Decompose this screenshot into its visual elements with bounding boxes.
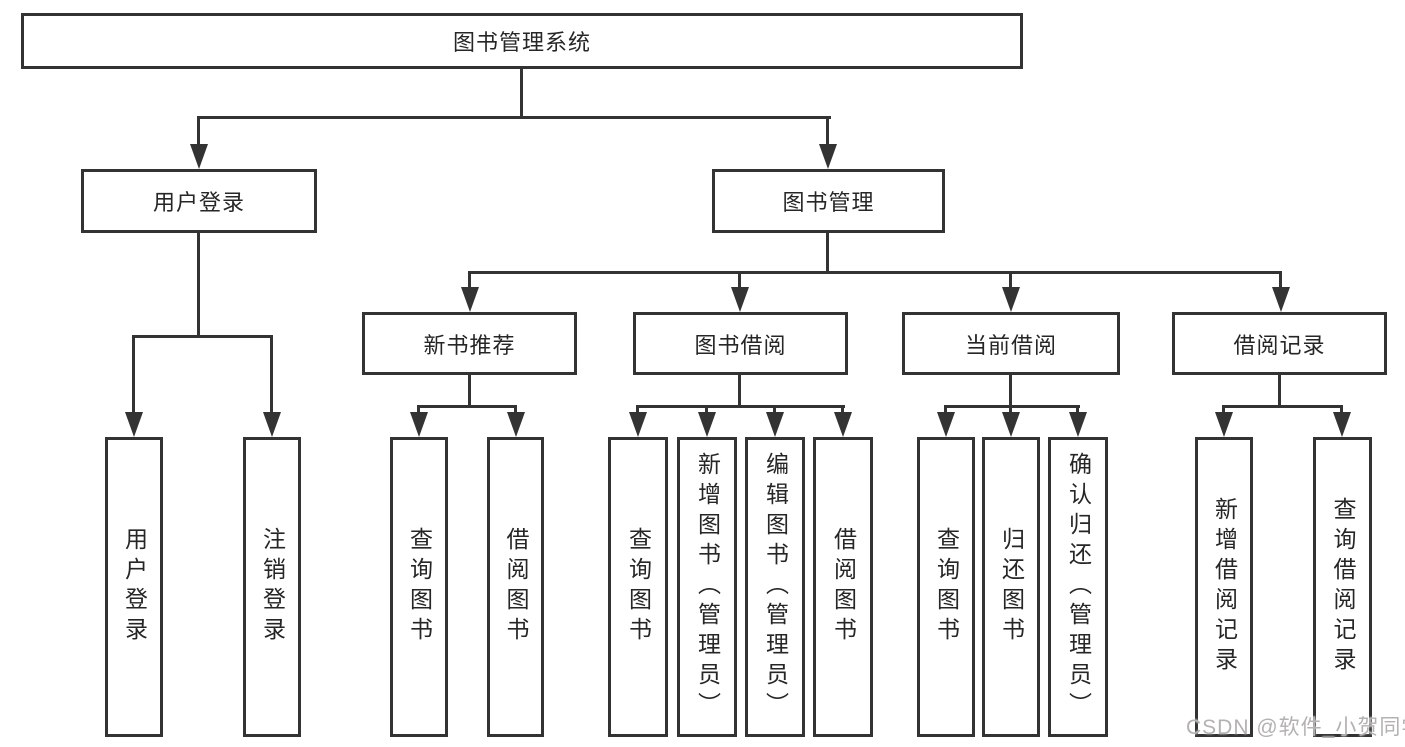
connector-line — [197, 116, 831, 119]
leaf-label: 查询图书 — [406, 527, 433, 647]
connector-line — [738, 271, 741, 291]
arrowhead — [766, 412, 784, 437]
arrowhead — [1272, 287, 1290, 312]
leaf-current-return-books: 归还图书 — [982, 437, 1040, 737]
connector-line — [197, 233, 200, 338]
arrowhead — [461, 287, 479, 312]
connector-line — [520, 69, 523, 118]
connector-line — [636, 405, 845, 408]
leaf-label: 编辑图书（管理员） — [762, 452, 789, 722]
arrowhead — [507, 412, 525, 437]
leaf-label: 新增借阅记录 — [1211, 497, 1238, 677]
connector-line — [1222, 405, 1225, 415]
connector-line — [270, 335, 273, 415]
connector-line — [1278, 375, 1281, 408]
arrowhead — [731, 287, 749, 312]
leaf-user-login-action: 用户登录 — [105, 437, 163, 737]
connector-line — [1009, 271, 1012, 291]
connector-line — [132, 335, 273, 338]
connector-line — [944, 405, 947, 415]
connector-line — [826, 116, 829, 148]
arrowhead — [629, 412, 647, 437]
connector-line — [636, 405, 639, 415]
node-book-management: 图书管理 — [712, 169, 945, 233]
leaf-recommend-query-books: 查询图书 — [390, 437, 448, 737]
connector-line — [1222, 405, 1343, 408]
leaf-label: 借阅图书 — [830, 527, 857, 647]
leaf-recommend-borrow-books: 借阅图书 — [487, 437, 544, 737]
connector-line — [1279, 271, 1282, 291]
leaf-record-add-borrow-record: 新增借阅记录 — [1195, 437, 1253, 737]
connector-line — [1009, 405, 1012, 415]
arrowhead — [190, 144, 208, 169]
leaf-current-confirm-return-admin: 确认归还（管理员） — [1048, 437, 1108, 737]
arrowhead — [125, 412, 143, 437]
connector-line — [841, 405, 844, 415]
node-library-management-system: 图书管理系统 — [21, 13, 1023, 69]
connector-line — [514, 405, 517, 415]
leaf-label: 用户登录 — [121, 527, 148, 647]
arrowhead — [1215, 412, 1233, 437]
arrowhead — [834, 412, 852, 437]
node-current-borrow: 当前借阅 — [902, 312, 1120, 375]
connector-line — [1340, 405, 1343, 415]
arrowhead — [1333, 412, 1351, 437]
leaf-label: 注销登录 — [259, 527, 286, 647]
connector-line — [773, 405, 776, 415]
node-borrow-record: 借阅记录 — [1172, 312, 1387, 375]
connector-line — [132, 335, 135, 415]
arrowhead — [819, 144, 837, 169]
leaf-borrow-borrow-books: 借阅图书 — [813, 437, 873, 737]
arrowhead — [1002, 287, 1020, 312]
connector-line — [197, 116, 200, 148]
arrowhead — [937, 412, 955, 437]
leaf-record-query-borrow-record: 查询借阅记录 — [1313, 437, 1372, 737]
connector-line — [705, 405, 708, 415]
connector-line — [417, 405, 420, 415]
leaf-label: 新增图书（管理员） — [694, 452, 721, 722]
connector-line — [738, 375, 741, 408]
leaf-label: 归还图书 — [998, 527, 1025, 647]
arrowhead — [410, 412, 428, 437]
connector-line — [468, 271, 1282, 274]
connector-line — [944, 405, 1080, 408]
arrowhead — [263, 412, 281, 437]
connector-line — [468, 375, 471, 408]
leaf-borrow-edit-books-admin: 编辑图书（管理员） — [745, 437, 805, 737]
leaf-borrow-add-books-admin: 新增图书（管理员） — [677, 437, 737, 737]
node-new-book-recommend: 新书推荐 — [362, 312, 577, 375]
leaf-label: 查询图书 — [625, 527, 652, 647]
arrowhead — [1069, 412, 1087, 437]
connector-line — [1076, 405, 1079, 415]
connector-line — [826, 233, 829, 274]
connector-line — [468, 271, 471, 291]
leaf-label: 查询借阅记录 — [1330, 497, 1356, 677]
leaf-label: 查询图书 — [933, 527, 960, 647]
leaf-borrow-query-books: 查询图书 — [608, 437, 668, 737]
leaf-logout-action: 注销登录 — [243, 437, 301, 737]
node-user-login: 用户登录 — [81, 169, 317, 233]
leaf-current-query-books: 查询图书 — [917, 437, 975, 737]
arrowhead — [698, 412, 716, 437]
arrowhead — [1002, 412, 1020, 437]
node-book-borrow: 图书借阅 — [633, 312, 848, 375]
csdn-watermark: CSDN @软件_小贺同学 — [1186, 716, 1405, 739]
leaf-label: 借阅图书 — [503, 527, 529, 647]
leaf-label: 确认归还（管理员） — [1065, 452, 1092, 722]
connector-line — [417, 405, 517, 408]
connector-line — [1009, 375, 1012, 408]
